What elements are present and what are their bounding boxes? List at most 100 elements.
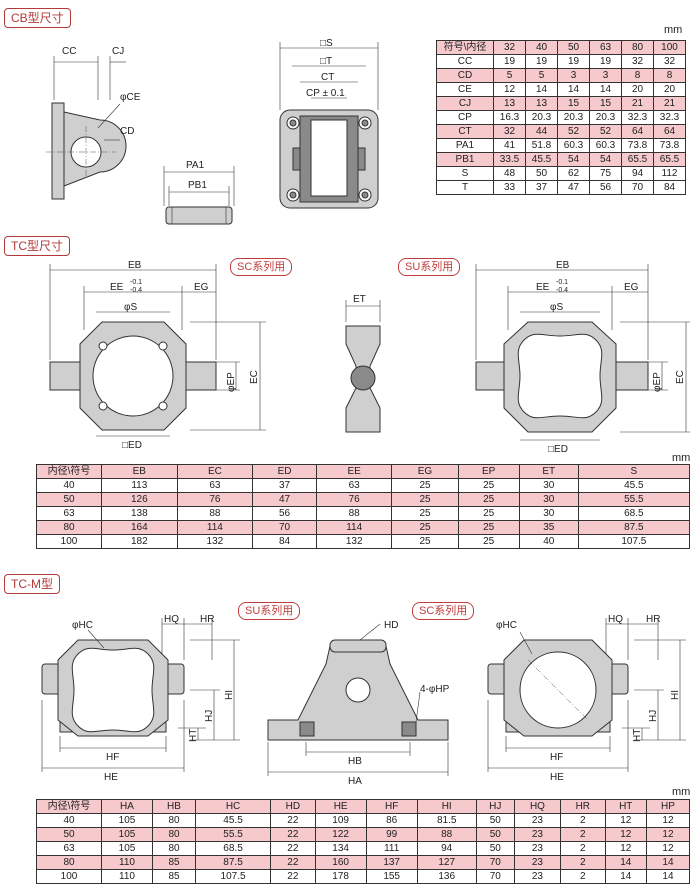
table-cell: 47 [252, 492, 317, 507]
table-column-header: EB [101, 464, 178, 479]
table-cell: 13 [493, 96, 526, 111]
table-cell: 12 [645, 813, 691, 828]
table-cell: 48 [493, 166, 526, 181]
table-column-header: EC [176, 464, 254, 479]
table-cell: 50 [475, 813, 515, 828]
table-row-header: 40 [36, 813, 102, 828]
table-cell: 44 [525, 124, 558, 139]
table-cell: 22 [270, 827, 316, 842]
table-cell: 32.3 [653, 110, 686, 125]
table-cell: 56 [252, 506, 317, 521]
table-cell: 122 [314, 827, 367, 842]
table-cell: 25 [457, 506, 520, 521]
table-cell: 81.5 [416, 813, 477, 828]
cb-label-t: □T [320, 56, 332, 67]
table-cell: 15 [557, 96, 590, 111]
table-cell: 23 [513, 827, 562, 842]
cb-label-s: □S [320, 38, 333, 49]
cb-label-pa1: PA1 [186, 160, 205, 171]
table-cell: 60.3 [589, 138, 622, 153]
table-cell: 22 [270, 841, 316, 856]
table-cell: 56 [589, 180, 622, 195]
table-cell: 22 [270, 855, 316, 870]
tc-sc-label-ee: EE [110, 282, 124, 293]
table-cell: 14 [557, 82, 590, 97]
table-cell: 76 [176, 492, 254, 507]
table-cell: 52 [589, 124, 622, 139]
tc-su-label-s: φS [550, 302, 563, 313]
tc-sc-label-ep: φEP [226, 372, 237, 392]
table-cell: 2 [560, 813, 606, 828]
tc-su-label-ee: EE [536, 282, 550, 293]
tc-su-label-ed: □ED [548, 444, 568, 455]
table-cell: 12 [604, 813, 647, 828]
tcm-sc-label-hq: HQ [608, 614, 623, 625]
tcm-sc-label-hi: HI [670, 690, 681, 700]
tcm-su-label-hj: HJ [204, 710, 215, 722]
cb-side-view-drawing [46, 56, 127, 200]
tcm-sc-label-hr: HR [646, 614, 660, 625]
table-row-header: 100 [36, 869, 102, 884]
table-column-header: HQ [513, 799, 562, 814]
table-cell: 50 [475, 841, 515, 856]
table-cell: 20 [653, 82, 686, 97]
table-cell: 45.5 [194, 813, 272, 828]
table-cell: 50 [525, 166, 558, 181]
table-corner-header: 符号\内径 [436, 40, 494, 55]
table-cell: 22 [270, 813, 316, 828]
table-cell: 127 [416, 855, 477, 870]
table-cell: 107.5 [577, 534, 691, 549]
table-column-header: S [577, 464, 691, 479]
tc-su-label-ec: EC [675, 370, 686, 384]
table-cell: 45.5 [577, 478, 691, 493]
tc-su-label-eg: EG [624, 282, 639, 293]
table-column-header: HB [152, 799, 196, 814]
table-column-header: 50 [557, 40, 590, 55]
table-cell: 132 [315, 534, 393, 549]
table-column-header: EE [315, 464, 393, 479]
tcm-su-label-hf: HF [106, 752, 119, 763]
table-cell: 64 [621, 124, 654, 139]
tcm-side-label-ha: HA [348, 776, 362, 787]
table-cell: 14 [589, 82, 622, 97]
table-cell: 45.5 [525, 152, 558, 167]
table-cell: 73.8 [653, 138, 686, 153]
table-cell: 80 [152, 813, 196, 828]
table-row-header: CC [436, 54, 494, 69]
tc-side-view-drawing [345, 300, 381, 433]
table-cell: 88 [416, 827, 477, 842]
table-cell: 25 [391, 506, 459, 521]
table-cell: 182 [101, 534, 178, 549]
table-row-header: T [436, 180, 494, 195]
table-cell: 47 [557, 180, 590, 195]
table-cell: 12 [645, 841, 691, 856]
tcm-su-label-hq: HQ [164, 614, 179, 625]
tc-side-label-et: ET [353, 294, 366, 305]
table-cell: 3 [557, 68, 590, 83]
tcm-unit-label: mm [672, 786, 691, 798]
table-cell: 19 [493, 54, 526, 69]
tc-sc-label-ee-tol-top: -0.1 [130, 279, 142, 286]
table-cell: 5 [525, 68, 558, 83]
table-cell: 33.5 [493, 152, 526, 167]
table-cell: 37 [525, 180, 558, 195]
table-cell: 105 [100, 827, 154, 842]
tc-section-title: TC型尺寸 [4, 236, 70, 256]
table-cell: 20.3 [557, 110, 590, 125]
table-cell: 23 [513, 841, 562, 856]
table-cell: 3 [589, 68, 622, 83]
table-cell: 63 [315, 478, 393, 493]
tcm-sc-series-badge: SC系列用 [412, 602, 475, 620]
table-cell: 68.5 [194, 841, 272, 856]
